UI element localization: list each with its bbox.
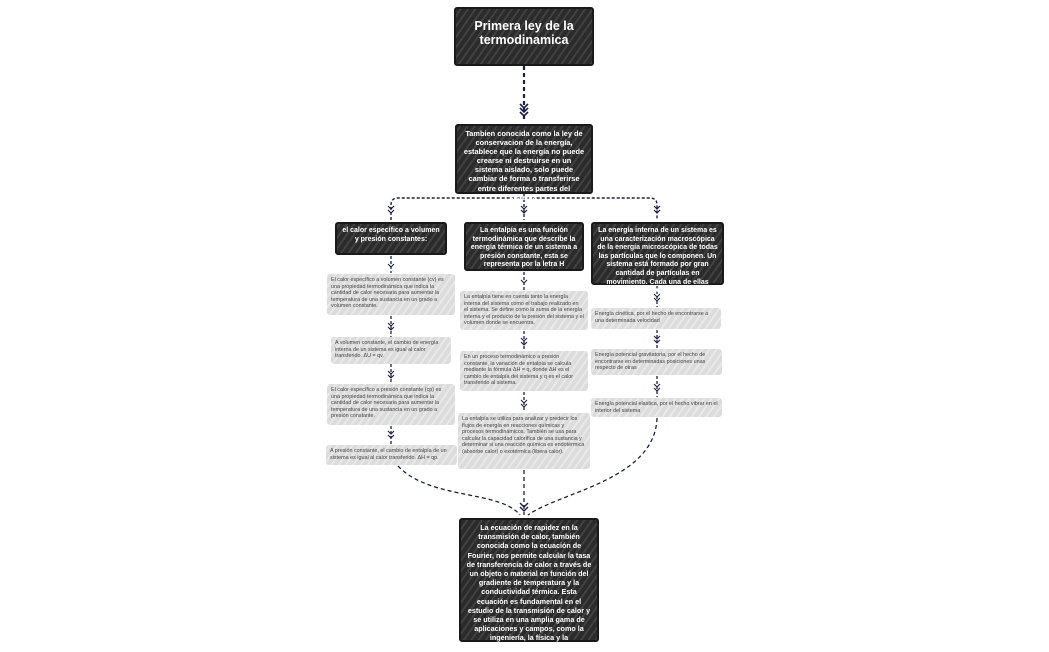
col1-header-node[interactable]: el calor específico a volumen y presión … — [335, 222, 447, 255]
col3-item-text: Energía potencial elastica, por el hecho… — [595, 401, 718, 414]
col3-item-text: Energía cinética, por el hecho de encont… — [595, 311, 709, 324]
col1-item-text: El calor específico a presión constante … — [331, 387, 442, 420]
col2-item-text: La entalpía se utiliza para analizar y p… — [462, 416, 585, 455]
col2-item-text: En un proceso termodinámico a presión co… — [464, 354, 574, 387]
col3-item-node[interactable]: Energía potencial gravitatoria, por el h… — [591, 349, 722, 375]
col2-item-node[interactable]: En un proceso termodinámico a presión co… — [460, 351, 588, 391]
col1-item-node[interactable]: A presión constante, el cambio de entalp… — [326, 445, 457, 465]
conclusion-text: La ecuación de rapidez en la transmisión… — [466, 523, 592, 652]
col2-item-node[interactable]: La entalpía se utiliza para analizar y p… — [458, 413, 590, 469]
col1-item-node[interactable]: A volumen constante, el cambio de energí… — [331, 337, 451, 364]
intro-node[interactable]: Tambien conocida como la ley de conserva… — [455, 124, 593, 202]
connector-branch — [390, 194, 658, 220]
col1-item-node[interactable]: El calor específico a volumen constante … — [327, 274, 455, 315]
col1-header-text: el calor específico a volumen y presión … — [342, 227, 440, 243]
col1-item-text: El calor específico a volumen constante … — [331, 277, 444, 310]
title-node[interactable]: Primera ley de la termodinamica — [454, 7, 594, 66]
title-text: Primera ley de la termodinamica — [474, 19, 574, 47]
arrow-chevron-icon — [519, 103, 529, 118]
col2-header-node[interactable]: La entalpía es una función termodinámica… — [464, 222, 584, 271]
col1-item-node[interactable]: El calor específico a presión constante … — [327, 384, 455, 425]
col3-item-node[interactable]: Energía potencial elastica, por el hecho… — [591, 398, 722, 417]
col3-header-text: La energía interna de un sistema es una … — [597, 227, 718, 295]
connector-col1-conclusion — [397, 465, 521, 516]
col1-item-text: A volumen constante, el cambio de energí… — [335, 340, 439, 360]
connector-col3-conclusion — [527, 417, 658, 516]
col2-item-node[interactable]: La entalpía tiene en cuenta tanto la ene… — [460, 291, 588, 330]
col1-item-text: A presión constante, el cambio de entalp… — [330, 448, 447, 461]
col2-header-text: La entalpía es una función termodinámica… — [470, 227, 578, 269]
col3-item-text: Energía potencial gravitatoria, por el h… — [595, 352, 706, 372]
col3-header-node[interactable]: La energía interna de un sistema es una … — [591, 222, 724, 294]
col2-item-text: La entalpía tiene en cuenta tanto la ene… — [464, 294, 584, 327]
conclusion-node[interactable]: La ecuación de rapidez en la transmisión… — [459, 518, 599, 652]
col3-item-node[interactable]: Energía cinética, por el hecho de encont… — [591, 308, 721, 329]
intro-text: Tambien conocida como la ley de conserva… — [463, 129, 585, 202]
